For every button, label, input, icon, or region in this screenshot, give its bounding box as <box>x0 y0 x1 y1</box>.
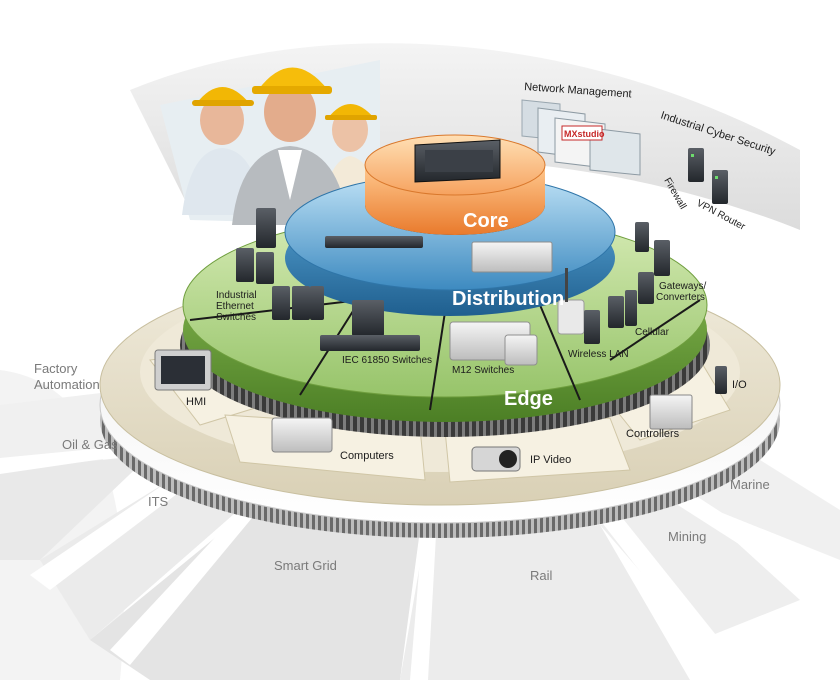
computers-label: Computers <box>340 450 394 462</box>
computer-icon <box>271 417 333 453</box>
industry-rail: Rail <box>530 568 553 583</box>
svg-text:Switches: Switches <box>216 312 256 323</box>
core-switch-icon <box>414 139 501 183</box>
ethernet-switch-icons <box>236 208 324 320</box>
cellular-label: Cellular <box>635 327 670 338</box>
edge-title: Edge <box>504 388 553 410</box>
iec-switch-icons <box>320 300 420 351</box>
industrial-ethernet-switches-label: Industrial Ethernet Switches <box>216 290 257 323</box>
industry-marine: Marine <box>730 477 770 492</box>
industry-oil-gas: Oil & Gas <box>62 437 118 452</box>
mxstudio-logo: MXstudio <box>564 129 605 139</box>
svg-text:Gateways/: Gateways/ <box>659 281 706 292</box>
io-icon <box>715 366 727 394</box>
engineers-photo <box>160 60 380 225</box>
hmi-label: HMI <box>186 396 206 408</box>
wireless-lan-label: Wireless LAN <box>568 349 629 360</box>
svg-text:Automation: Automation <box>34 377 100 392</box>
firewall-device-icon <box>688 148 704 182</box>
svg-text:Factory: Factory <box>34 361 78 376</box>
distribution-title: Distribution <box>452 288 564 310</box>
m12-switch-icons <box>449 321 538 366</box>
industry-mining: Mining <box>668 529 706 544</box>
controllers-label: Controllers <box>626 428 680 440</box>
ip-camera-icon <box>471 446 521 472</box>
hmi-icon <box>154 349 212 391</box>
gateway-icons <box>635 222 670 304</box>
io-label: I/O <box>732 379 747 391</box>
wireless-lan-icons <box>557 268 600 344</box>
industry-factory-automation: Factory Automation <box>34 361 100 392</box>
cellular-icons <box>608 290 637 328</box>
vpn-router-device-icon <box>712 170 728 204</box>
gateways-converters-label: Gateways/ Converters <box>656 281 706 303</box>
m12-switches-label: M12 Switches <box>452 365 514 376</box>
svg-text:Converters: Converters <box>656 292 705 303</box>
svg-text:Industrial: Industrial <box>216 290 257 301</box>
controller-icon <box>649 394 693 430</box>
industry-smart-grid: Smart Grid <box>274 558 337 573</box>
network-management-screens: MXstudio <box>521 99 641 176</box>
core-title: Core <box>463 210 509 232</box>
security-devices <box>688 148 728 204</box>
svg-text:Ethernet: Ethernet <box>216 301 254 312</box>
sector-separators <box>0 443 810 680</box>
distribution-switch-icon <box>325 236 553 273</box>
ip-video-label: IP Video <box>530 454 571 466</box>
iec-switches-label: IEC 61850 Switches <box>342 355 432 366</box>
industry-its: ITS <box>148 494 169 509</box>
